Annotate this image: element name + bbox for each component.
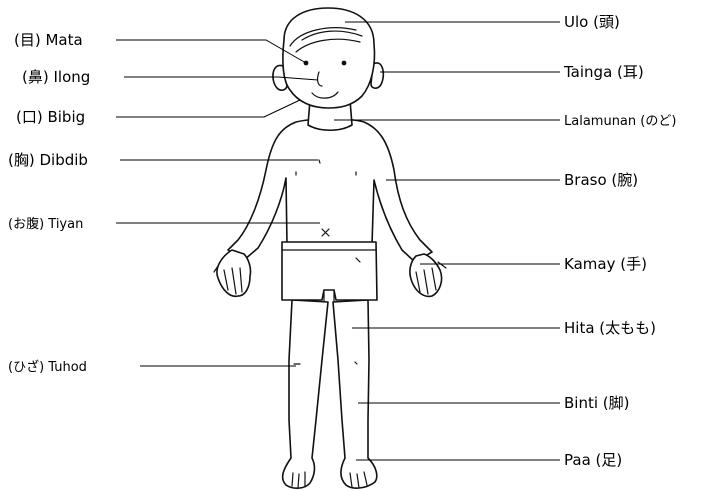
label-eye: (目) Mata xyxy=(14,31,83,49)
label-head: Ulo (頭) xyxy=(564,13,620,31)
right-hand xyxy=(217,250,251,296)
labels-right: Ulo (頭) Tainga (耳) Lalamunan (のど) Braso … xyxy=(563,13,676,469)
label-arm: Braso (腕) xyxy=(564,171,638,189)
label-throat: Lalamunan (のど) xyxy=(564,114,676,129)
torso xyxy=(228,119,432,262)
right-leg xyxy=(283,300,328,488)
label-ear: Tainga (耳) xyxy=(563,63,644,81)
label-nose: (鼻) Ilong xyxy=(22,68,90,86)
shorts xyxy=(282,242,377,300)
label-chest: (胸) Dibdib xyxy=(8,151,88,169)
label-knee: (ひざ) Tuhod xyxy=(8,359,87,375)
boy-figure xyxy=(214,8,446,488)
label-thigh: Hita (太もも) xyxy=(564,319,656,337)
label-foot: Paa (足) xyxy=(564,451,622,469)
leader-eye xyxy=(116,40,306,63)
label-belly: (お腹) Tiyan xyxy=(8,216,83,232)
labels-left: (目) Mata (鼻) Ilong (口) Bibig (胸) Dibdib … xyxy=(8,31,90,375)
leader-mouth xyxy=(116,100,300,117)
left-hand xyxy=(410,254,442,296)
label-mouth: (口) Bibig xyxy=(16,108,85,126)
label-hand: Kamay (手) xyxy=(564,255,647,273)
label-leg: Binti (脚) xyxy=(564,394,630,412)
